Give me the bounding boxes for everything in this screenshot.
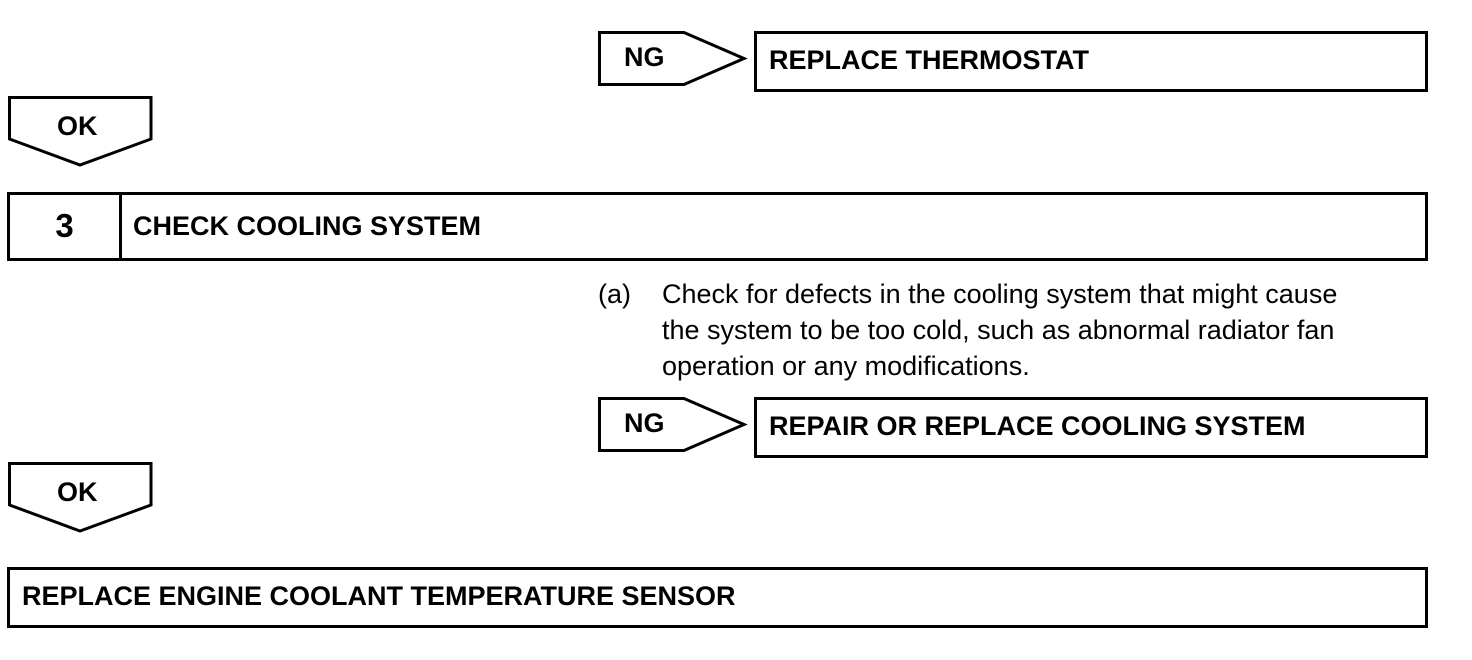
instruction-line-2: the system to be too cold, such as abnor… [662,315,1335,345]
instruction-line-3: operation or any modifications. [662,351,1030,381]
result-replace-thermostat-label: REPLACE THERMOSTAT [769,45,1089,75]
step-title: CHECK COOLING SYSTEM [133,211,482,241]
ng-arrow-1 [598,31,748,86]
ok-arrow-1-label: OK [57,111,98,141]
instruction-text: Check for defects in the cooling system … [662,276,1337,384]
ng-arrow-1-label: NG [624,42,665,72]
ng-arrow-2 [598,397,748,452]
final-action-box: REPLACE ENGINE COOLANT TEMPERATURE SENSO… [7,567,1428,628]
result-repair-cooling-label: REPAIR OR REPLACE COOLING SYSTEM [769,411,1306,441]
step-header: 3 CHECK COOLING SYSTEM [7,192,1428,261]
instruction-line-1: Check for defects in the cooling system … [662,279,1338,309]
ok-arrow-1 [8,96,153,167]
ok-arrow-2-label: OK [57,477,98,507]
instruction-marker: (a) [598,279,631,309]
step-number: 3 [55,207,74,244]
ok-arrow-2 [8,462,153,533]
result-replace-thermostat-box: REPLACE THERMOSTAT [754,31,1428,92]
ng-arrow-2-label: NG [624,408,665,438]
result-repair-cooling-box: REPAIR OR REPLACE COOLING SYSTEM [754,397,1428,458]
step-number-cell: 3 [10,195,122,258]
final-action-label: REPLACE ENGINE COOLANT TEMPERATURE SENSO… [22,581,736,611]
